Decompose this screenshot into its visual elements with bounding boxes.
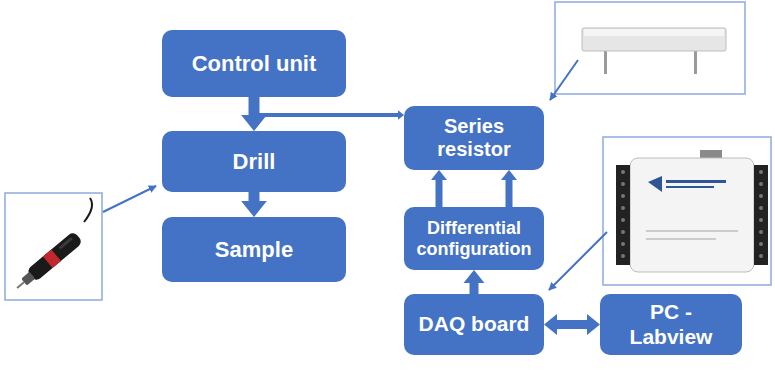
process-box: PC - Labview bbox=[600, 294, 742, 355]
box-label: Differential configuration bbox=[410, 218, 538, 259]
box-label: Drill bbox=[168, 149, 340, 174]
process-box: Differential configuration bbox=[404, 207, 544, 270]
drill-photo bbox=[5, 193, 102, 300]
box-label: PC - Labview bbox=[606, 300, 736, 348]
arrow-connector bbox=[254, 97, 399, 115]
arrow-connector bbox=[470, 282, 479, 294]
process-box: Control unit bbox=[162, 30, 346, 97]
arrow-connector bbox=[436, 179, 443, 207]
box-label: DAQ board bbox=[410, 312, 538, 336]
leader-line bbox=[549, 232, 607, 290]
box-label: Sample bbox=[168, 237, 340, 262]
resistor-photo bbox=[555, 2, 745, 94]
process-box: DAQ board bbox=[404, 294, 544, 355]
leader-line bbox=[103, 186, 156, 212]
arrow-connector bbox=[506, 179, 513, 207]
box-label: Series resistor bbox=[410, 115, 538, 161]
leader-line bbox=[550, 60, 578, 100]
process-box: Drill bbox=[162, 131, 346, 192]
arrow-connector bbox=[249, 192, 260, 202]
box-label: Control unit bbox=[168, 51, 340, 76]
process-box: Series resistor bbox=[404, 106, 544, 170]
arrow-connector bbox=[556, 320, 588, 329]
process-box: Sample bbox=[162, 217, 346, 282]
daq-photo bbox=[603, 137, 771, 285]
